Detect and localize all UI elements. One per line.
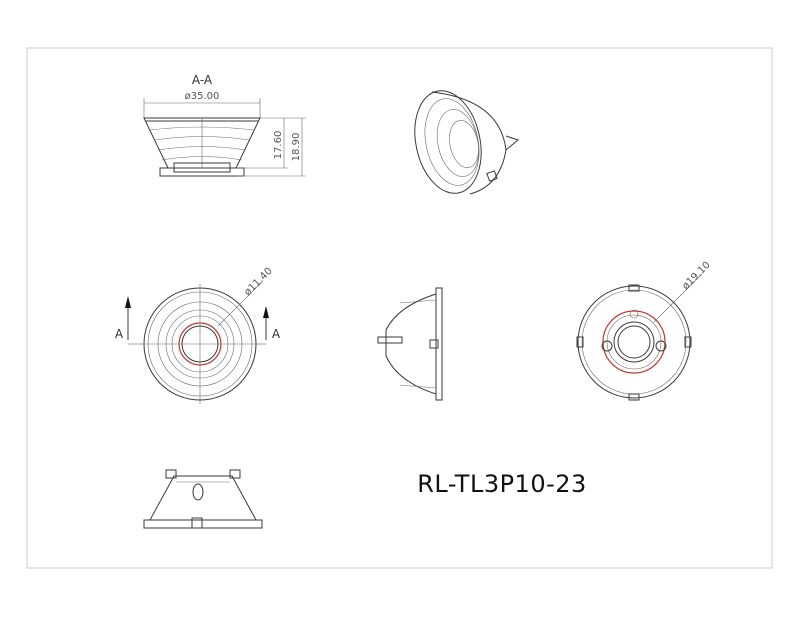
section-marker-right: A xyxy=(272,327,281,341)
dim-top-diameter: ø35.00 xyxy=(185,91,220,102)
part-number: RL-TL3P10-23 xyxy=(417,470,587,498)
sheet-border xyxy=(26,47,773,569)
side-view xyxy=(377,287,443,401)
section-view-label: A-A xyxy=(192,73,213,87)
dim-inner-diameter: ø11.40 xyxy=(242,266,274,298)
section-view-a-a: A-A ø35.00 17.60 18.90 xyxy=(143,73,306,177)
bottom-view: ø19.10 xyxy=(576,260,713,401)
dim-bottom-diameter: ø19.10 xyxy=(680,260,712,292)
dim-height-outer: 18.90 xyxy=(291,133,302,162)
rear-elevation-view xyxy=(143,469,263,529)
front-view: ø11.40 A A xyxy=(115,266,281,404)
section-marker-left: A xyxy=(115,327,124,341)
isometric-view xyxy=(414,90,520,195)
dim-height-inner: 17.60 xyxy=(273,131,284,160)
